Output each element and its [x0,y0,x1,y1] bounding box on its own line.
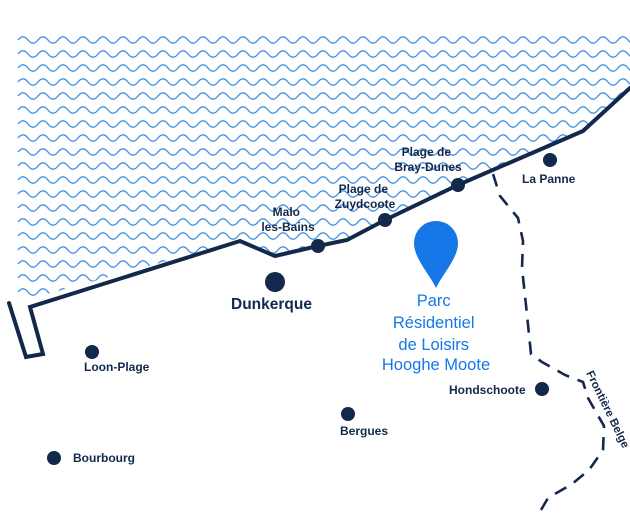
wave-line [17,260,630,268]
plage-zuydcoote-label: Plage de Zuydcoote [335,182,396,211]
sea-waves [17,36,630,296]
loon-plage-dot [85,345,99,359]
plage-bray-dunes-label: Plage de Bray-Dunes [394,145,462,174]
plage-bray-dunes-dot [451,178,465,192]
wave-line [17,232,630,240]
location-pin-icon [414,221,458,288]
wave-line [17,50,630,58]
wave-line [17,36,630,44]
wave-line [17,162,630,170]
la-panne-dot [543,153,557,167]
coastline [7,86,630,360]
wave-line [17,106,630,114]
plage-zuydcoote-dot [378,213,392,227]
wave-line [17,78,630,86]
wave-line [17,120,630,128]
wave-line [17,64,630,72]
dunkerque-label: Dunkerque [231,296,312,313]
wave-line [17,204,630,212]
dunkerque-dot [265,272,285,292]
bergues-dot [341,407,355,421]
bergues-label: Bergues [340,424,388,438]
malo-les-bains-dot [311,239,325,253]
bourbourg-label: Bourbourg [73,451,135,465]
wave-line [17,92,630,100]
bourbourg-dot [47,451,61,465]
wave-line [17,134,630,142]
loon-plage-label: Loon-Plage [84,360,150,374]
park-name-label: Parc Résidentiel de Loisirs Hooghe Moote [382,292,490,374]
wave-line [17,218,630,226]
wave-line [17,190,630,198]
belgian-border-line [491,173,606,511]
belgian-border-label: Frontière Belge [583,369,630,450]
hondschoote-label: Hondschoote [449,383,526,397]
wave-line [17,288,630,296]
la-panne-label: La Panne [522,172,576,186]
hondschoote-dot [535,382,549,396]
malo-les-bains-label: Malo les-Bains [261,205,315,234]
